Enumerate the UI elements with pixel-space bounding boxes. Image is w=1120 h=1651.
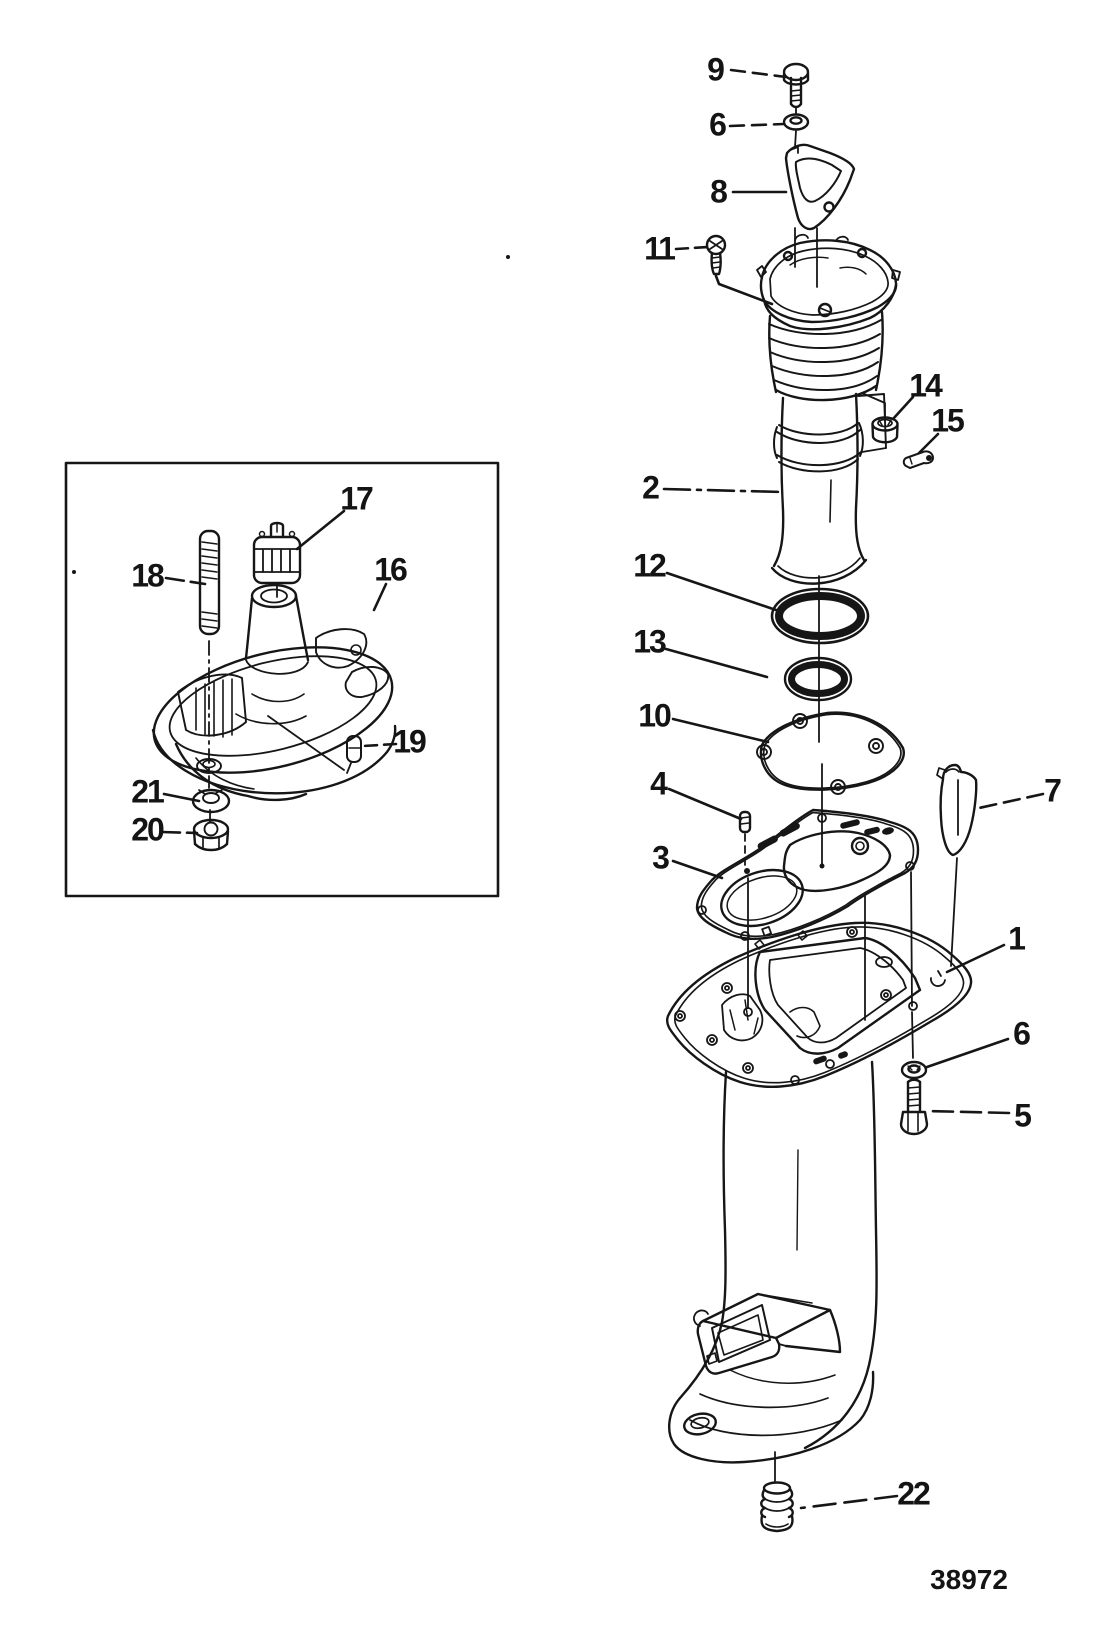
drawing-number: 38972 [930, 1564, 1008, 1595]
part-6-washer-upper-drawing [782, 113, 810, 131]
part-19-pin-drawing [346, 735, 362, 763]
part-5-bolt-drawing [899, 1078, 929, 1136]
part-20-nut-drawing [192, 818, 230, 852]
part-3-gasket-drawing [695, 808, 920, 941]
part-4-dowel-drawing [738, 810, 752, 834]
part-2-exhaust-tube-drawing [768, 310, 887, 585]
callout-10: 10 [638, 697, 672, 734]
callout-21: 21 [131, 773, 165, 810]
inset-detail-box [64, 461, 500, 898]
callout-11: 11 [644, 230, 676, 267]
callout-12: 12 [633, 547, 667, 584]
callout-5: 5 [1014, 1097, 1032, 1134]
callout-8: 8 [710, 173, 728, 210]
callout-19: 19 [393, 723, 427, 760]
part-10-gasket-drawing [756, 711, 905, 795]
callout-3: 3 [652, 839, 670, 876]
scan-artifact-dots [72, 255, 510, 574]
callout-1: 1 [1008, 920, 1026, 957]
callout-6-lower: 6 [1013, 1015, 1031, 1052]
callout-20: 20 [131, 811, 165, 848]
callout-15: 15 [931, 402, 965, 439]
part-21-washer-drawing [191, 788, 231, 814]
callout-13: 13 [633, 623, 667, 660]
callout-9: 9 [707, 51, 725, 88]
part-7-anode-drawing [936, 763, 978, 857]
callout-4: 4 [650, 765, 668, 802]
callout-18: 18 [131, 557, 165, 594]
part-17-impeller-drawing [252, 521, 302, 585]
callout-7: 7 [1044, 772, 1062, 809]
part-16-pump-base-drawing [151, 583, 397, 802]
part-18-stud-drawing [198, 529, 221, 636]
part-22-plug-drawing [760, 1451, 794, 1533]
part-6-washer-lower-drawing [900, 1060, 928, 1080]
part-11-screw-drawing [705, 234, 727, 276]
callout-22: 22 [897, 1475, 931, 1512]
callout-6-upper: 6 [709, 106, 727, 143]
callout-2: 2 [642, 469, 660, 506]
callout-16: 16 [374, 551, 408, 588]
part-1-driveshaft-housing-drawing [665, 921, 973, 1464]
part-15-pin-drawing [902, 450, 934, 469]
part-12-oring-drawing [770, 587, 870, 645]
part-14-plug-drawing [861, 392, 899, 444]
callout-14: 14 [909, 367, 943, 404]
part-13-oring-drawing [783, 656, 853, 702]
exhaust-adapter-plate-drawing [756, 233, 901, 331]
part-8-bracket-drawing [784, 143, 856, 231]
callout-17: 17 [340, 480, 374, 517]
part-9-bolt-drawing [782, 62, 810, 109]
leader-lines [160, 68, 1045, 1510]
